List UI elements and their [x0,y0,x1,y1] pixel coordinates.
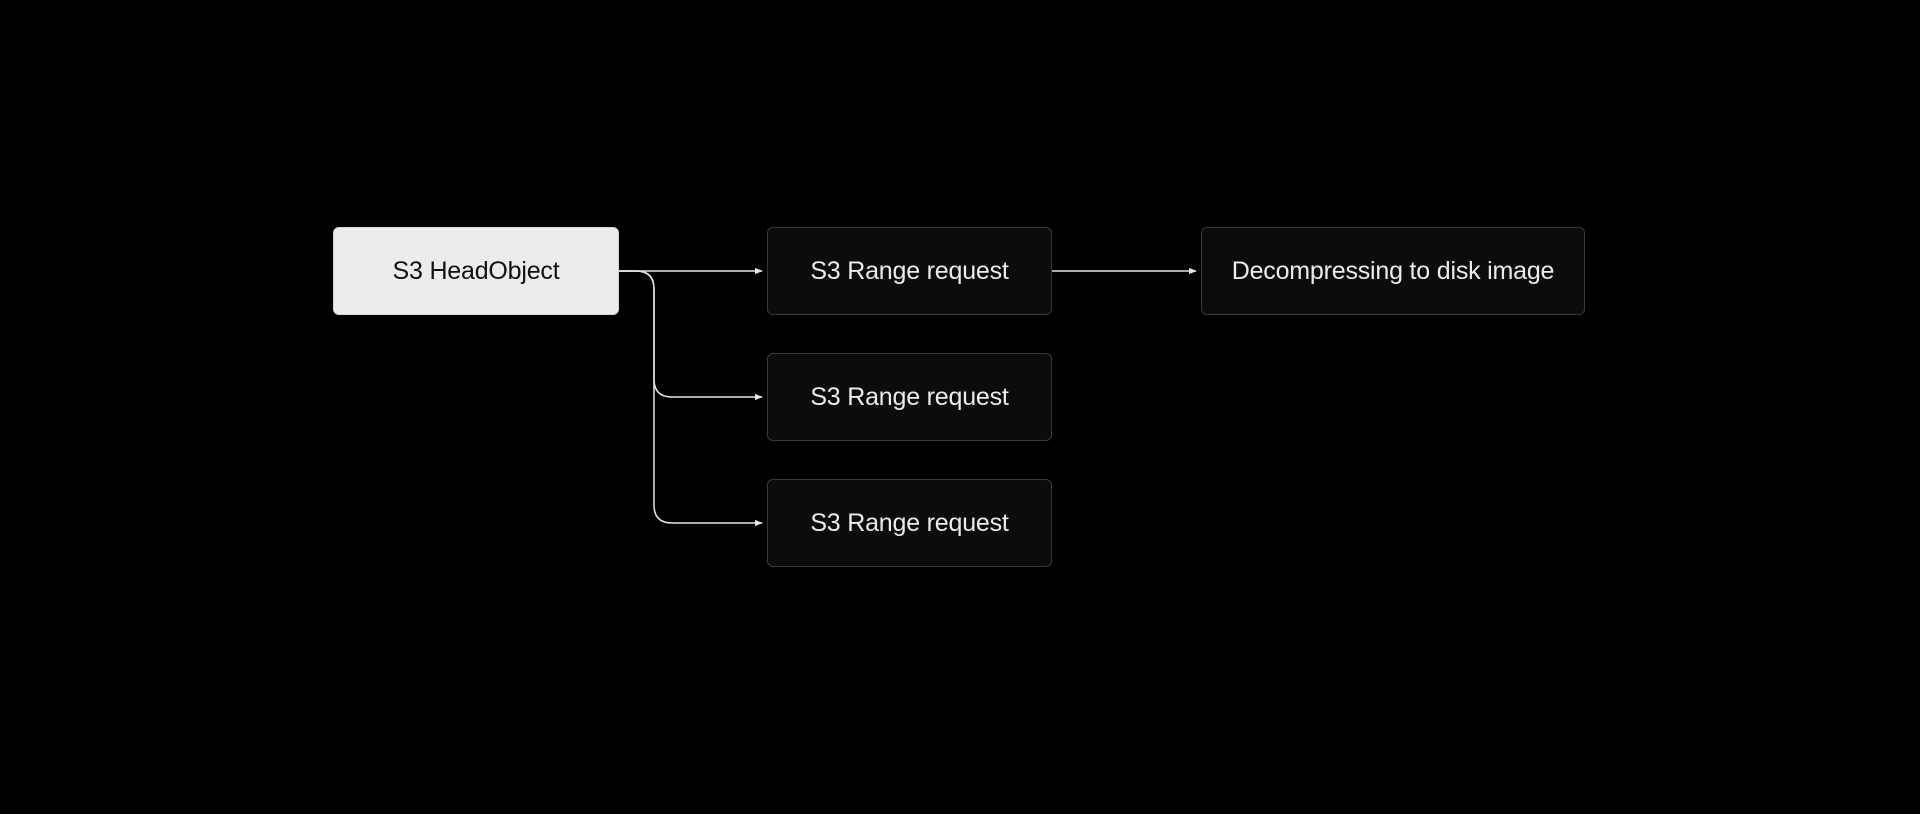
edge-head-to-range-3 [619,270,763,527]
node-s3-headobject: S3 HeadObject [333,227,619,315]
node-s3-range-request-3: S3 Range request [767,479,1052,567]
node-label: S3 Range request [810,256,1009,285]
node-label: S3 Range request [810,508,1009,537]
node-s3-range-request-1: S3 Range request [767,227,1052,315]
node-label: Decompressing to disk image [1231,256,1555,285]
node-s3-range-request-2: S3 Range request [767,353,1052,441]
node-decompressing-to-disk-image: Decompressing to disk image [1201,227,1585,315]
node-label: S3 Range request [810,382,1009,411]
node-label: S3 HeadObject [392,256,560,285]
edge-head-to-range-2 [619,270,763,401]
